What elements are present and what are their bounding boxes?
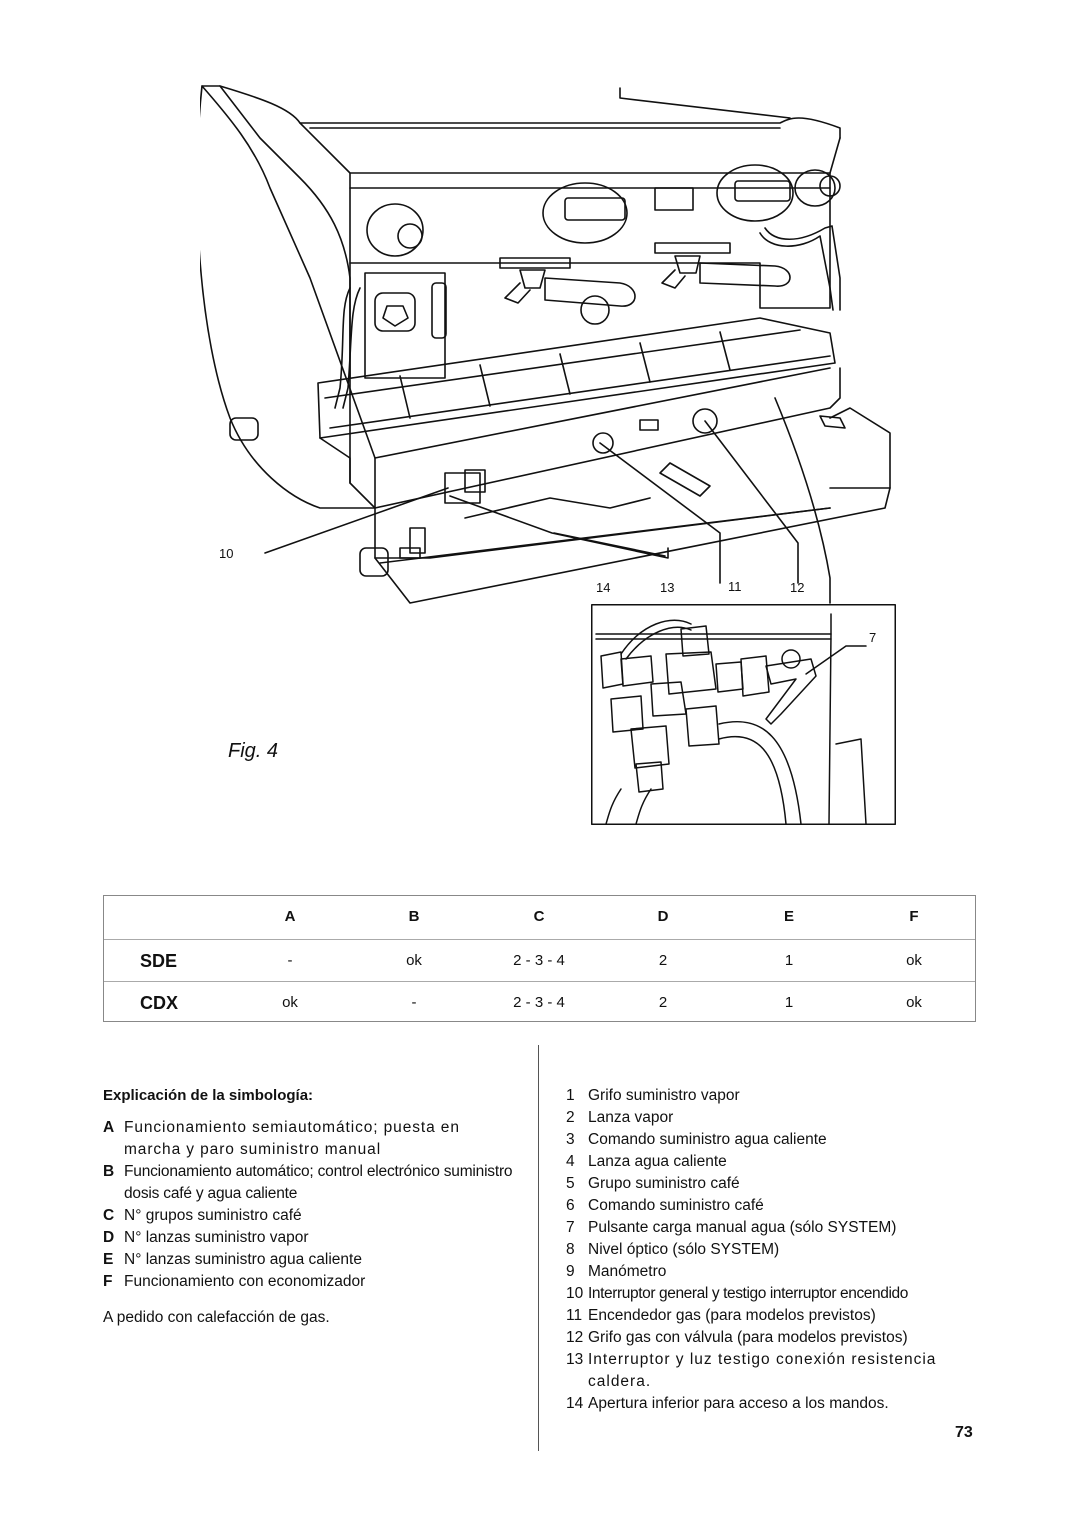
parts-number: 9 [566,1263,575,1280]
callout-13: 13 [660,580,675,595]
table-cell: ok [406,952,422,969]
symbology-item: A Funcionamiento semiautomático; puesta … [103,1117,515,1161]
parts-item: 3 Comando suministro agua caliente [566,1129,978,1151]
table-header-cell: E [783,908,794,925]
table-header-cell: A [284,908,296,925]
parts-text: Nivel óptico (sólo SYSTEM) [588,1241,780,1258]
gas-valve-detail-inset [591,604,896,825]
table-header-cell: F [909,908,919,925]
callout-14: 14 [596,580,611,595]
callout-7: 7 [869,630,877,645]
symbology-text: N° lanzas suministro agua caliente [124,1251,362,1268]
parts-item: 8 Nivel óptico (sólo SYSTEM) [566,1239,978,1261]
symbology-text: N° lanzas suministro vapor [124,1229,309,1246]
parts-number: 6 [566,1197,575,1214]
callout-12: 12 [790,580,805,595]
model-name: CDX [140,993,179,1013]
parts-item: 6 Comando suministro café [566,1195,978,1217]
symbology-item: C N° grupos suministro café [103,1205,515,1227]
parts-text: Lanza agua caliente [588,1153,727,1170]
parts-text: Grupo suministro café [588,1175,740,1192]
symbology-letter: B [103,1163,115,1180]
parts-number: 1 [566,1087,575,1104]
parts-number: 11 [566,1307,583,1324]
parts-text: Comando suministro agua caliente [588,1131,827,1148]
table-header-cell: D [657,908,669,925]
table-cell: ok [282,994,298,1011]
symbology-item: E N° lanzas suministro agua caliente [103,1249,515,1271]
symbology-letter: A [103,1119,115,1136]
parts-number: 5 [566,1175,575,1192]
parts-text: Interruptor y luz testigo conexión resis… [588,1351,937,1390]
parts-item: 4 Lanza agua caliente [566,1151,978,1173]
parts-text: Grifo suministro vapor [588,1087,740,1104]
callout-11: 11 [728,579,742,594]
parts-number: 3 [566,1131,575,1148]
symbology-item: F Funcionamiento con economizador [103,1271,515,1293]
symbology-text: Funcionamiento con economizador [124,1273,366,1290]
parts-item: 1 Grifo suministro vapor [566,1085,978,1107]
table-cell: 2 - 3 - 4 [513,994,565,1011]
table-row: SDE - ok 2 - 3 - 4 2 1 ok [104,939,975,982]
parts-number: 13 [566,1351,584,1368]
parts-number: 2 [566,1109,575,1126]
callout-10: 10 [219,546,234,561]
parts-text: Apertura inferior para acceso a los mand… [588,1395,889,1412]
symbology-item: B Funcionamiento automático; control ele… [103,1161,515,1205]
parts-number: 7 [566,1219,575,1236]
symbology-letter: C [103,1207,115,1224]
parts-number: 12 [566,1329,584,1346]
table-header-cell: C [533,908,545,925]
table-cell: 1 [784,994,794,1011]
table-cell: 2 [658,952,668,969]
parts-text: Interruptor general y testigo interrupto… [588,1285,908,1302]
symbology-text: N° grupos suministro café [124,1207,302,1224]
table-header-cell: B [408,908,420,925]
parts-number: 8 [566,1241,575,1258]
column-divider [538,1045,539,1451]
table-row: CDX ok - 2 - 3 - 4 2 1 ok [104,981,975,1024]
figure-caption: Fig. 4 [228,740,279,762]
table-cell: 1 [784,952,794,969]
table-header-row: A B C D E F [104,896,975,938]
configuration-table: A B C D E F SDE - ok 2 - 3 - 4 2 1 ok CD… [103,895,976,1022]
parts-text: Pulsante carga manual agua (sólo SYSTEM) [588,1219,897,1236]
symbology-item: D N° lanzas suministro vapor [103,1227,515,1249]
parts-item: 2 Lanza vapor [566,1107,978,1129]
symbology-text: Funcionamiento semiautomático; puesta en… [124,1119,460,1158]
symbology-legend: Explicación de la simbología: A Funciona… [103,1085,515,1329]
espresso-machine-illustration [200,85,891,604]
parts-text: Lanza vapor [588,1109,674,1126]
table-cell: 2 [658,994,668,1011]
symbology-letter: E [103,1251,114,1268]
symbology-letter: F [103,1273,113,1290]
table-cell: ok [906,994,922,1011]
symbology-text: Funcionamiento automático; control elect… [124,1163,513,1202]
gas-heating-note: A pedido con calefacción de gas. [103,1309,330,1326]
table-cell: - [287,952,293,969]
parts-text: Comando suministro café [588,1197,764,1214]
table-cell: 2 - 3 - 4 [513,952,565,969]
symbology-title: Explicación de la simbología: [103,1087,314,1104]
parts-number: 4 [566,1153,575,1170]
parts-item: 5 Grupo suministro café [566,1173,978,1195]
parts-item: 9 Manómetro [566,1261,978,1283]
model-name: SDE [140,951,178,971]
table-cell: - [411,994,417,1011]
parts-text: Encendedor gas (para modelos previstos) [588,1307,876,1324]
parts-item: 11 Encendedor gas (para modelos previstos… [566,1305,978,1327]
table-cell: ok [906,952,922,969]
symbology-letter: D [103,1229,115,1246]
parts-number: 10 [566,1285,584,1302]
parts-number: 14 [566,1395,584,1412]
parts-item: 7 Pulsante carga manual agua (sólo SYSTEM… [566,1217,978,1239]
parts-text: Grifo gas con válvula (para modelos prev… [588,1329,908,1346]
page-number: 73 [955,1424,973,1441]
parts-text: Manómetro [588,1263,667,1280]
